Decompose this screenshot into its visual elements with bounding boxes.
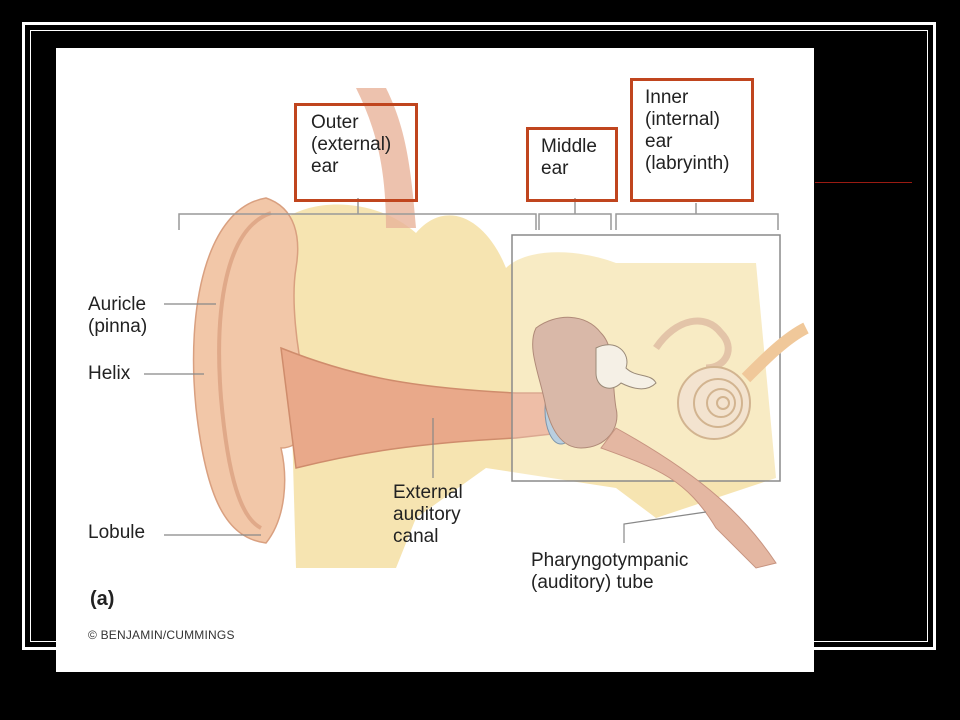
- figure-letter: (a): [90, 588, 115, 610]
- leader-lines: [144, 303, 707, 543]
- cochlea: [677, 366, 751, 440]
- middle-ear-label: Middle ear: [526, 127, 618, 202]
- auditory-nerve: [741, 322, 809, 383]
- semicircular-canals: [653, 317, 732, 372]
- pharyngotympanic-tube-label: Pharyngotympanic (auditory) tube: [531, 550, 689, 593]
- helix-label: Helix: [88, 363, 131, 384]
- ossicles: [595, 344, 657, 390]
- outer-ear-label: Outer (external) ear: [294, 103, 418, 202]
- auricle-shape: [192, 197, 308, 544]
- ear-illustration: [144, 88, 809, 569]
- inner-ear-label: Inner (internal) ear (labryinth): [630, 78, 754, 202]
- auricle-label: Auricle (pinna): [88, 294, 148, 337]
- neck-tissue: [356, 88, 416, 228]
- auditory-tube-shape: [600, 427, 777, 569]
- title-rule: [815, 182, 912, 183]
- copyright-notice: © BENJAMIN/CUMMINGS: [88, 628, 235, 642]
- region-brackets: [178, 198, 779, 230]
- ear-anatomy-figure: Outer (external) ear Middle ear Inner (i…: [56, 48, 814, 672]
- external-auditory-canal-label: External auditory canal: [393, 482, 463, 547]
- temporal-bone: [286, 204, 776, 569]
- helix-fold: [217, 211, 272, 530]
- lobule-label: Lobule: [88, 522, 146, 543]
